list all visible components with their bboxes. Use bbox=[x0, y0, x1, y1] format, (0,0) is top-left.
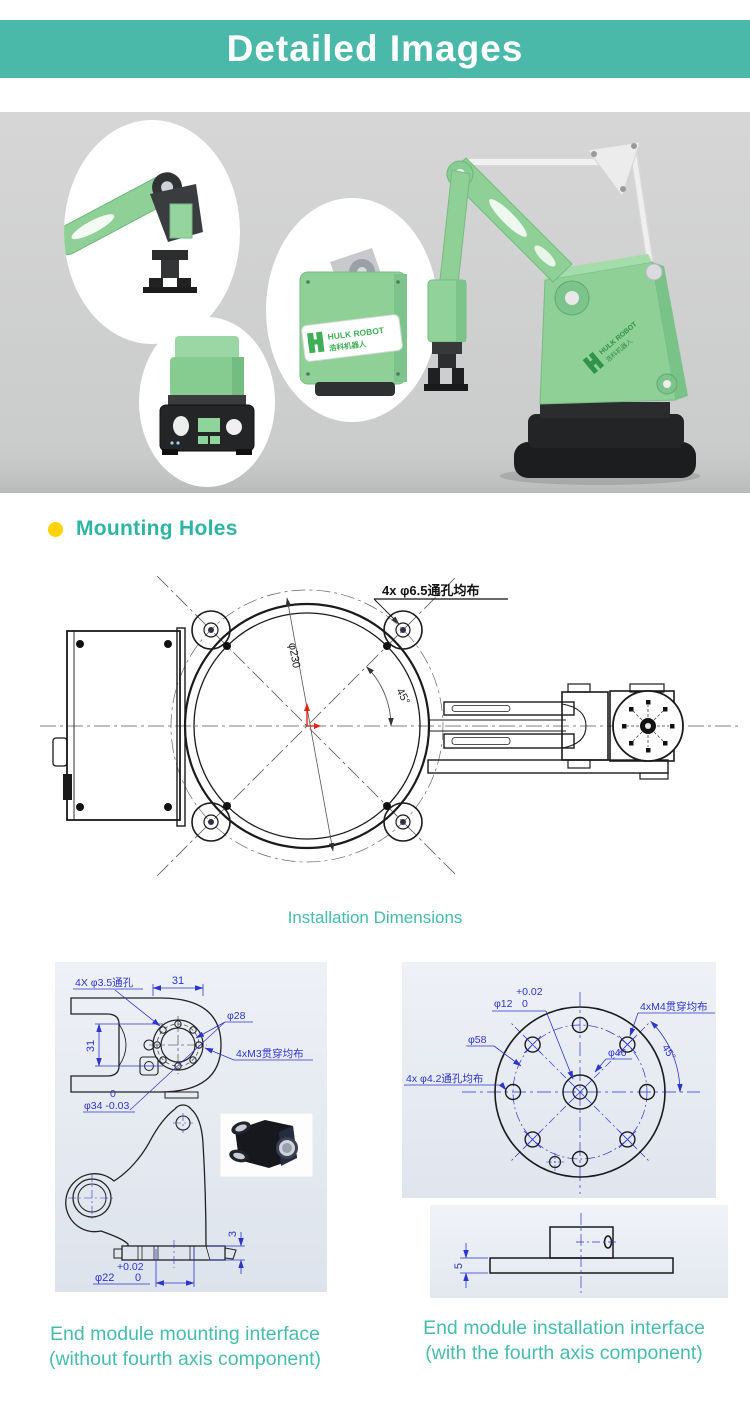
flange-dims bbox=[404, 1010, 715, 1093]
label-d12: φ12 bbox=[494, 998, 513, 1010]
side-view-outline bbox=[489, 1226, 674, 1274]
cad-panel-right-bottom: 5 bbox=[430, 1205, 728, 1298]
label-d46: φ46 bbox=[608, 1047, 627, 1059]
dim-angle-45: 45° bbox=[393, 686, 411, 706]
label-d58: φ58 bbox=[468, 1034, 487, 1046]
flange-side-drawing: 5 bbox=[430, 1205, 728, 1298]
product-gallery: HULK ROBOT 浩科机器人 bbox=[0, 112, 750, 493]
detail-circle-base bbox=[139, 317, 275, 487]
holes-callout: 4x φ6.5通孔均布 bbox=[373, 583, 508, 625]
brand-h-icon bbox=[307, 331, 325, 354]
tol-plus-22: +0.02 bbox=[117, 1261, 144, 1273]
section-title: Mounting Holes bbox=[76, 517, 238, 540]
detail-circle-body: HULK ROBOT 浩科机器人 bbox=[266, 198, 438, 422]
tol-plus-12: +0.02 bbox=[516, 986, 543, 998]
caption-right-line1: End module installation interface bbox=[423, 1317, 705, 1339]
caption-right: End module installation interface (with … bbox=[390, 1316, 738, 1367]
tapped-hole-marks bbox=[523, 1035, 637, 1171]
origin-marker bbox=[304, 703, 321, 729]
label-m3: 4xM3贯穿均布 bbox=[236, 1047, 304, 1060]
bullet-icon bbox=[48, 521, 63, 537]
caption-right-line2: (with the fourth axis component) bbox=[425, 1342, 703, 1365]
topview-drawing: φ230 45° bbox=[40, 575, 742, 877]
dim-31-left: 31 bbox=[85, 1040, 97, 1052]
label-d28: φ28 bbox=[227, 1010, 246, 1022]
label-d22: φ22 bbox=[95, 1272, 114, 1284]
label-m4: 4xM4贯穿均布 bbox=[640, 1000, 708, 1013]
side-view-dims bbox=[460, 1243, 488, 1288]
bracket-dims bbox=[93, 1232, 245, 1287]
header-banner: Detailed Images bbox=[0, 20, 750, 78]
brand-logo-plate: HULK ROBOT 浩科机器人 bbox=[301, 314, 403, 362]
gallery-illustration: HULK ROBOT 浩科机器人 bbox=[0, 112, 750, 493]
bracket-centerlines bbox=[68, 1113, 193, 1268]
section-mounting-holes: Mounting Holes bbox=[48, 517, 238, 541]
mounting-lugs bbox=[191, 610, 423, 842]
caption-left-line1: End module mounting interface bbox=[50, 1323, 320, 1345]
tol-zero-34: 0 bbox=[110, 1088, 116, 1100]
caption-left-line2: (without fourth axis component) bbox=[48, 1348, 322, 1371]
wrist-flange bbox=[612, 690, 684, 762]
dim-5: 5 bbox=[453, 1263, 465, 1269]
cad-panel-left: 4X φ3.5通孔 31 31 φ28 4xM3贯穿均布 0 φ34 -0.03 bbox=[55, 962, 327, 1292]
dim-31-top: 31 bbox=[172, 975, 184, 987]
flange-face-drawing: +0.02 φ12 0 4xM4贯穿均布 45° φ58 φ46 4x φ4.2… bbox=[402, 962, 716, 1198]
detail-circle-gripper bbox=[64, 120, 240, 344]
bracket-part-photo bbox=[219, 1112, 314, 1178]
label-35-holes: 4X φ3.5通孔 bbox=[75, 976, 134, 989]
cad-panel-right-top: +0.02 φ12 0 4xM4贯穿均布 45° φ58 φ46 4x φ4.2… bbox=[402, 962, 716, 1198]
control-box bbox=[52, 627, 186, 827]
label-d34: φ34 -0.03 bbox=[84, 1100, 129, 1112]
bolt-marks bbox=[223, 642, 391, 810]
caption-left: End module mounting interface (without f… bbox=[15, 1322, 355, 1373]
installation-drawing: φ230 45° bbox=[0, 568, 750, 906]
tol-zero-12: 0 bbox=[522, 998, 528, 1010]
robot-photo: HULK ROBOT 浩科机器人 bbox=[424, 141, 700, 485]
tol-zero-22: 0 bbox=[135, 1272, 141, 1284]
page-title: Detailed Images bbox=[226, 28, 524, 69]
gripper-dims bbox=[73, 984, 313, 1113]
dim-diameter-230: φ230 bbox=[286, 642, 302, 669]
end-module-drawing: 4X φ3.5通孔 31 31 φ28 4xM3贯穿均布 0 φ34 -0.03 bbox=[55, 962, 327, 1292]
label-42-holes: 4x φ4.2通孔均布 bbox=[406, 1072, 483, 1085]
dim-3: 3 bbox=[227, 1231, 239, 1237]
logo-text-cn: 浩科机器人 bbox=[328, 338, 367, 353]
side-view-centerlines bbox=[576, 1213, 618, 1293]
installation-caption: Installation Dimensions bbox=[287, 908, 463, 927]
label-holes: 4x φ6.5通孔均布 bbox=[382, 583, 479, 598]
